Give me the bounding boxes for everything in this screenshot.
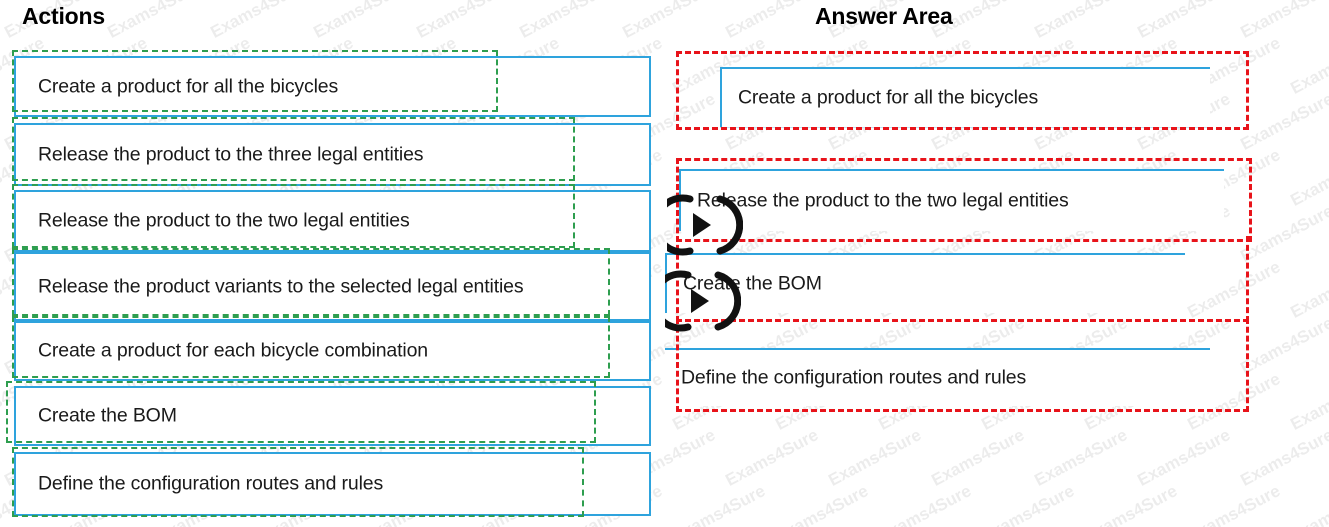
action-item-label: Define the configuration routes and rule… (38, 472, 384, 495)
action-item-label: Release the product to the three legal e… (38, 143, 424, 165)
answer-area-column: Answer Area Create a product for all the… (665, 0, 1329, 527)
answer-slot-label: Release the product to the two legal ent… (697, 189, 1069, 212)
action-item[interactable]: Create a product for all the bicycles (14, 56, 651, 117)
answer-slot[interactable]: Release the product to the two legal ent… (679, 169, 1224, 231)
answer-slot-label: Define the configuration routes and rule… (681, 366, 1027, 389)
action-item[interactable]: Release the product to the two legal ent… (14, 190, 651, 252)
action-item[interactable]: Define the configuration routes and rule… (14, 452, 651, 516)
answer-slot-label: Create a product for all the bicycles (738, 86, 1039, 109)
action-item-label: Create a product for each bicycle combin… (38, 339, 428, 362)
answer-slot-label: Create the BOM (683, 272, 822, 295)
action-item[interactable]: Release the product to the three legal e… (14, 123, 651, 186)
action-item[interactable]: Release the product variants to the sele… (14, 252, 651, 321)
actions-column: Actions Create a product for all the bic… (6, 3, 651, 517)
action-item[interactable]: Create the BOM (14, 386, 651, 446)
answer-area-title: Answer Area (815, 3, 953, 29)
answer-slot-baseline (720, 127, 1210, 128)
answer-slot[interactable]: Create the BOM (665, 253, 1185, 313)
action-item-label: Create a product for all the bicycles (38, 75, 339, 97)
answer-slot[interactable]: Define the configuration routes and rule… (665, 348, 1210, 406)
action-item-label: Release the product variants to the sele… (38, 275, 524, 297)
action-item[interactable]: Create a product for each bicycle combin… (14, 321, 651, 381)
action-item-label: Create the BOM (38, 404, 177, 427)
answer-slot[interactable]: Create a product for all the bicycles (720, 67, 1210, 127)
actions-column-title: Actions (22, 3, 105, 29)
action-item-label: Release the product to the two legal ent… (38, 209, 410, 232)
